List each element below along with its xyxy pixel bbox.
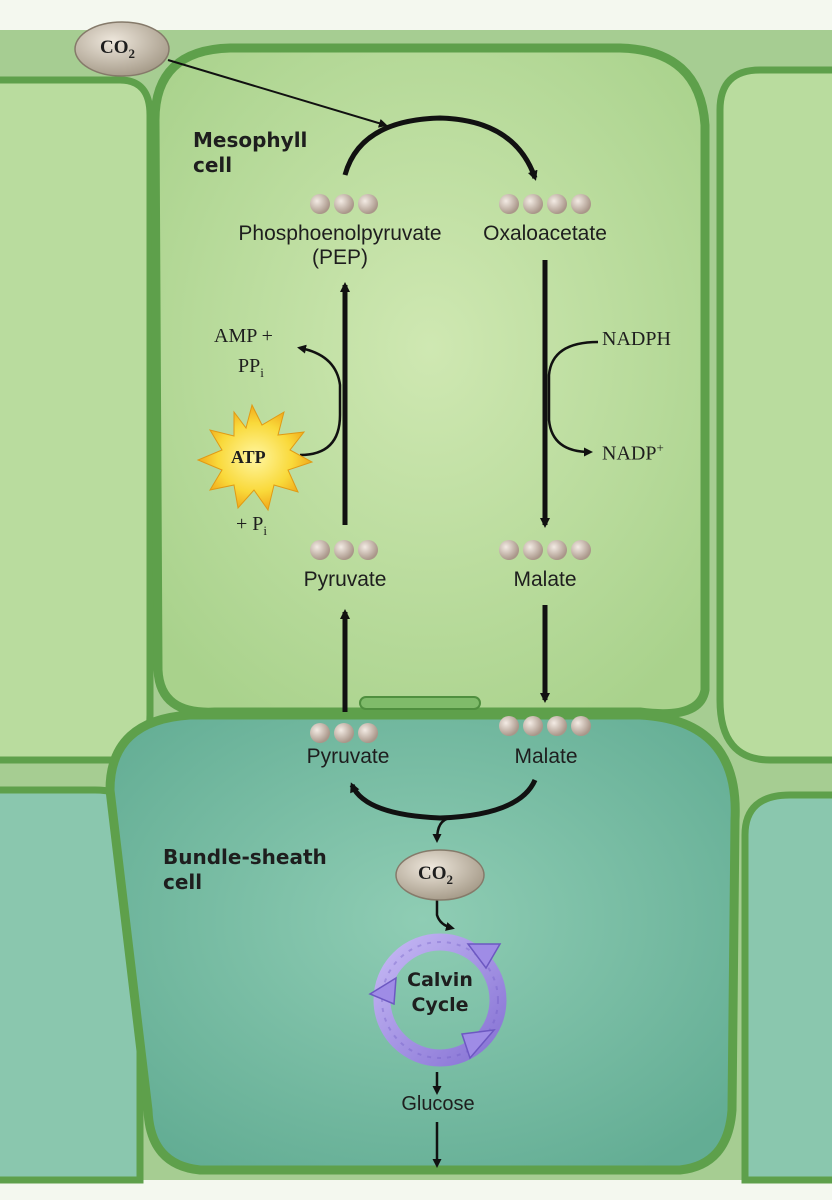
pep-to-oaa-arrow (342, 115, 538, 181)
atp-label: ATP (231, 447, 266, 467)
co2-release-arrow (432, 816, 451, 843)
oaa-label: Oxaloacetate (483, 222, 607, 245)
atp-burst-icon (196, 403, 314, 512)
pi-label: + Pi (236, 513, 268, 538)
calvin-arrowhead-top (466, 943, 502, 970)
glucose-label: Glucose (401, 1093, 475, 1115)
nadph-branch-arrow (547, 340, 599, 457)
amp-label: AMP + (214, 325, 273, 347)
malate-bundle-carbons (499, 716, 591, 736)
malate-to-pyruvate-arrow (349, 778, 538, 821)
pep-label: Phosphoenolpyruvate(PEP) (238, 222, 442, 269)
co2-to-calvin-arrow (435, 898, 455, 931)
neighbor-cell-upper-right (716, 66, 832, 764)
pyruvate-bundle-carbons (310, 723, 378, 743)
co2-atmosphere-label: CO2 (100, 37, 135, 61)
malate-bundle-label: Malate (514, 745, 578, 768)
neighbor-cell-upper-left (0, 76, 154, 764)
calvin-arrowhead-right (460, 1029, 496, 1060)
neighbor-cell-lower-right (741, 791, 832, 1184)
pyruvate-bundle-label: Pyruvate (306, 745, 390, 768)
ppi-label: PPi (238, 355, 264, 380)
oaa-carbons (499, 194, 591, 214)
co2-entry-arrow (167, 59, 388, 128)
atp-branch-arrow (297, 344, 342, 457)
nadph-label: NADPH (602, 328, 671, 350)
pep-carbons (310, 194, 378, 214)
co2-atmosphere-oval (74, 21, 170, 77)
pyruvate-meso-carbons (310, 540, 378, 560)
calvin-arrowhead-left (368, 976, 397, 1006)
co2-released-label: CO2 (418, 863, 453, 887)
nadp-label: NADP+ (602, 440, 664, 465)
calvin-cycle-ring (373, 933, 507, 1067)
mesophyll-cell (150, 43, 710, 719)
co2-released-oval (395, 849, 485, 901)
plasmodesma-wall (359, 696, 481, 710)
malate-meso-carbons (499, 540, 591, 560)
pyruvate-meso-label: Pyruvate (303, 568, 387, 591)
malate-meso-label: Malate (513, 568, 577, 591)
